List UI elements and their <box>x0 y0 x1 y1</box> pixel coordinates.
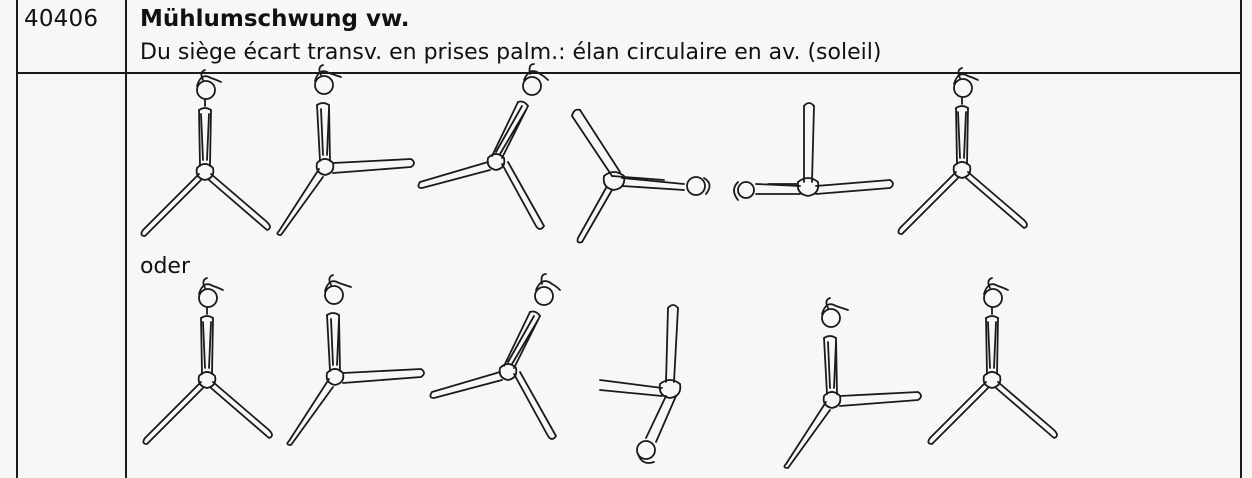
figure-row-2 <box>143 274 1057 468</box>
figure-row-1 <box>141 64 1027 243</box>
